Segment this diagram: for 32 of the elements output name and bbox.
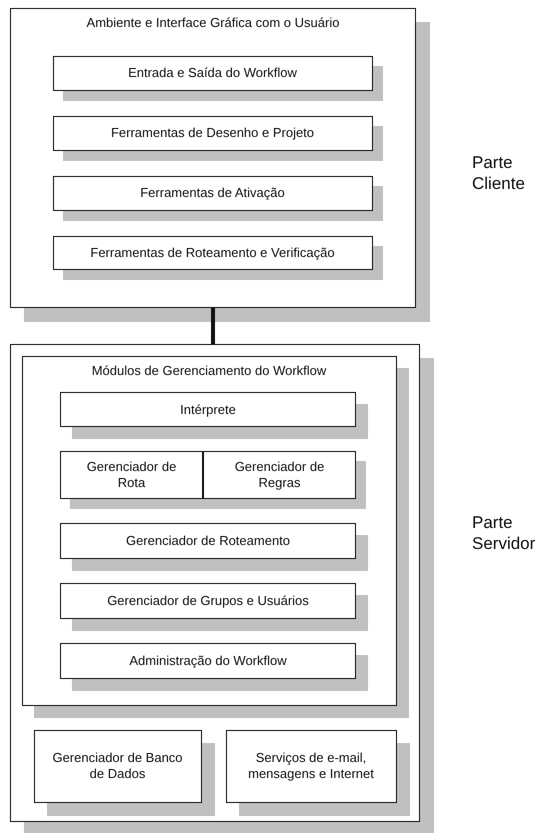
box-label: Gerenciador de Roteamento [124,533,292,549]
component-box [60,523,356,559]
component-box [60,451,203,499]
component-box [52,56,372,90]
component-box [60,643,356,679]
box-label: Entrada e Saída do Workflow [127,65,298,81]
component-box [52,236,372,270]
side-label: Parte Servidor [472,512,536,554]
box-label: Gerenciador de Regras [234,459,326,491]
connector-line [211,308,215,344]
box-label: Serviços de e-mail, mensagens e Internet [247,750,375,782]
box-label: Gerenciador de Banco de Dados [51,750,184,782]
component-box [52,176,372,210]
component-box [34,730,202,802]
box-title: Módulos de Gerenciamento do Workflow [90,362,328,378]
box-label: Intérprete [179,402,237,418]
component-box [203,451,356,499]
box-label: Administração do Workflow [128,653,288,669]
component-box [226,730,396,802]
box-label: Gerenciador de Grupos e Usuários [106,593,310,609]
box-label: Ferramentas de Desenho e Projeto [110,125,316,141]
component-box [22,356,396,706]
component-box [52,116,372,150]
component-box [60,392,356,427]
box-label: Ferramentas de Ativação [139,185,286,201]
side-label: Parte Cliente [472,152,526,194]
component-box [60,583,356,619]
component-box [10,8,416,308]
box-label: Gerenciador de Rota [86,459,178,491]
box-outline [10,344,420,822]
box-title: Ambiente e Interface Gráfica com o Usuário [86,15,340,31]
box-label: Ferramentas de Roteamento e Verificação [89,244,336,260]
